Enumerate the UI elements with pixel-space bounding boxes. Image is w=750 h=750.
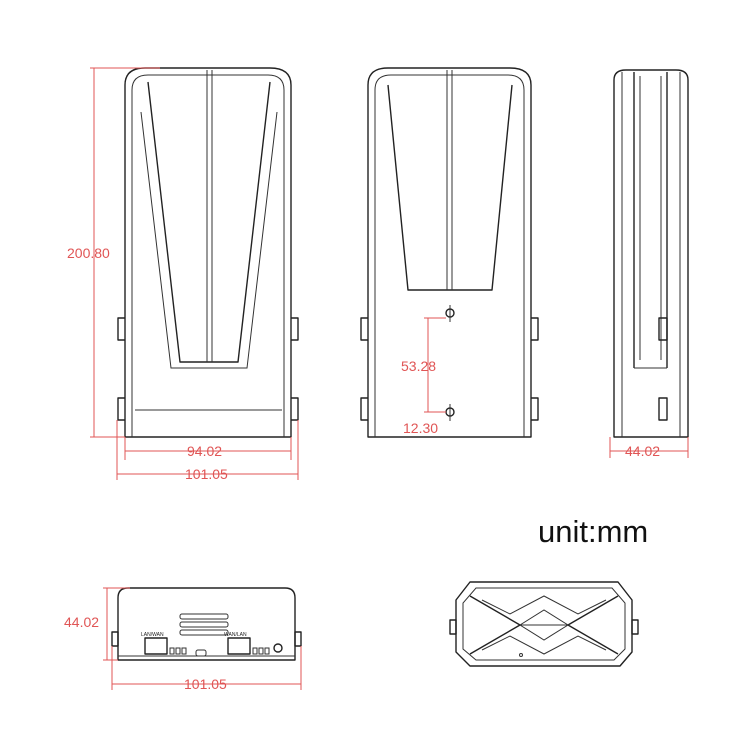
bottom-width-dimension: 101.05 (111, 646, 302, 692)
bottom-width-label: 101.05 (184, 676, 227, 692)
front-height-dimension: 200.80 (67, 67, 160, 438)
front-view (117, 67, 299, 438)
back-view (360, 67, 539, 438)
bottom-depth-label: 44.02 (64, 614, 99, 630)
front-outer-width-dimension: 101.05 (116, 420, 299, 482)
side-view (613, 69, 689, 438)
top-view (449, 581, 639, 667)
bottom-depth-dimension: 44.02 (64, 587, 130, 661)
bottom-view: LAN/WAN WAN/LAN (111, 587, 302, 661)
front-height-label: 200.80 (67, 245, 110, 261)
unit-label: unit:mm (538, 514, 649, 549)
side-depth-label: 44.02 (625, 443, 660, 459)
front-outer-width-label: 101.05 (185, 466, 228, 482)
front-inner-width-label: 94.02 (187, 443, 222, 459)
back-hole-dimensions: 53.28 12.30 (401, 317, 446, 436)
side-depth-dimension: 44.02 (609, 437, 689, 459)
back-hole-offset-label: 12.30 (403, 420, 438, 436)
front-inner-width-dimension: 94.02 (124, 437, 292, 460)
port-label-left: LAN/WAN (141, 632, 164, 638)
back-hole-spacing-label: 53.28 (401, 358, 436, 374)
port-label-right: WAN/LAN (224, 632, 247, 638)
